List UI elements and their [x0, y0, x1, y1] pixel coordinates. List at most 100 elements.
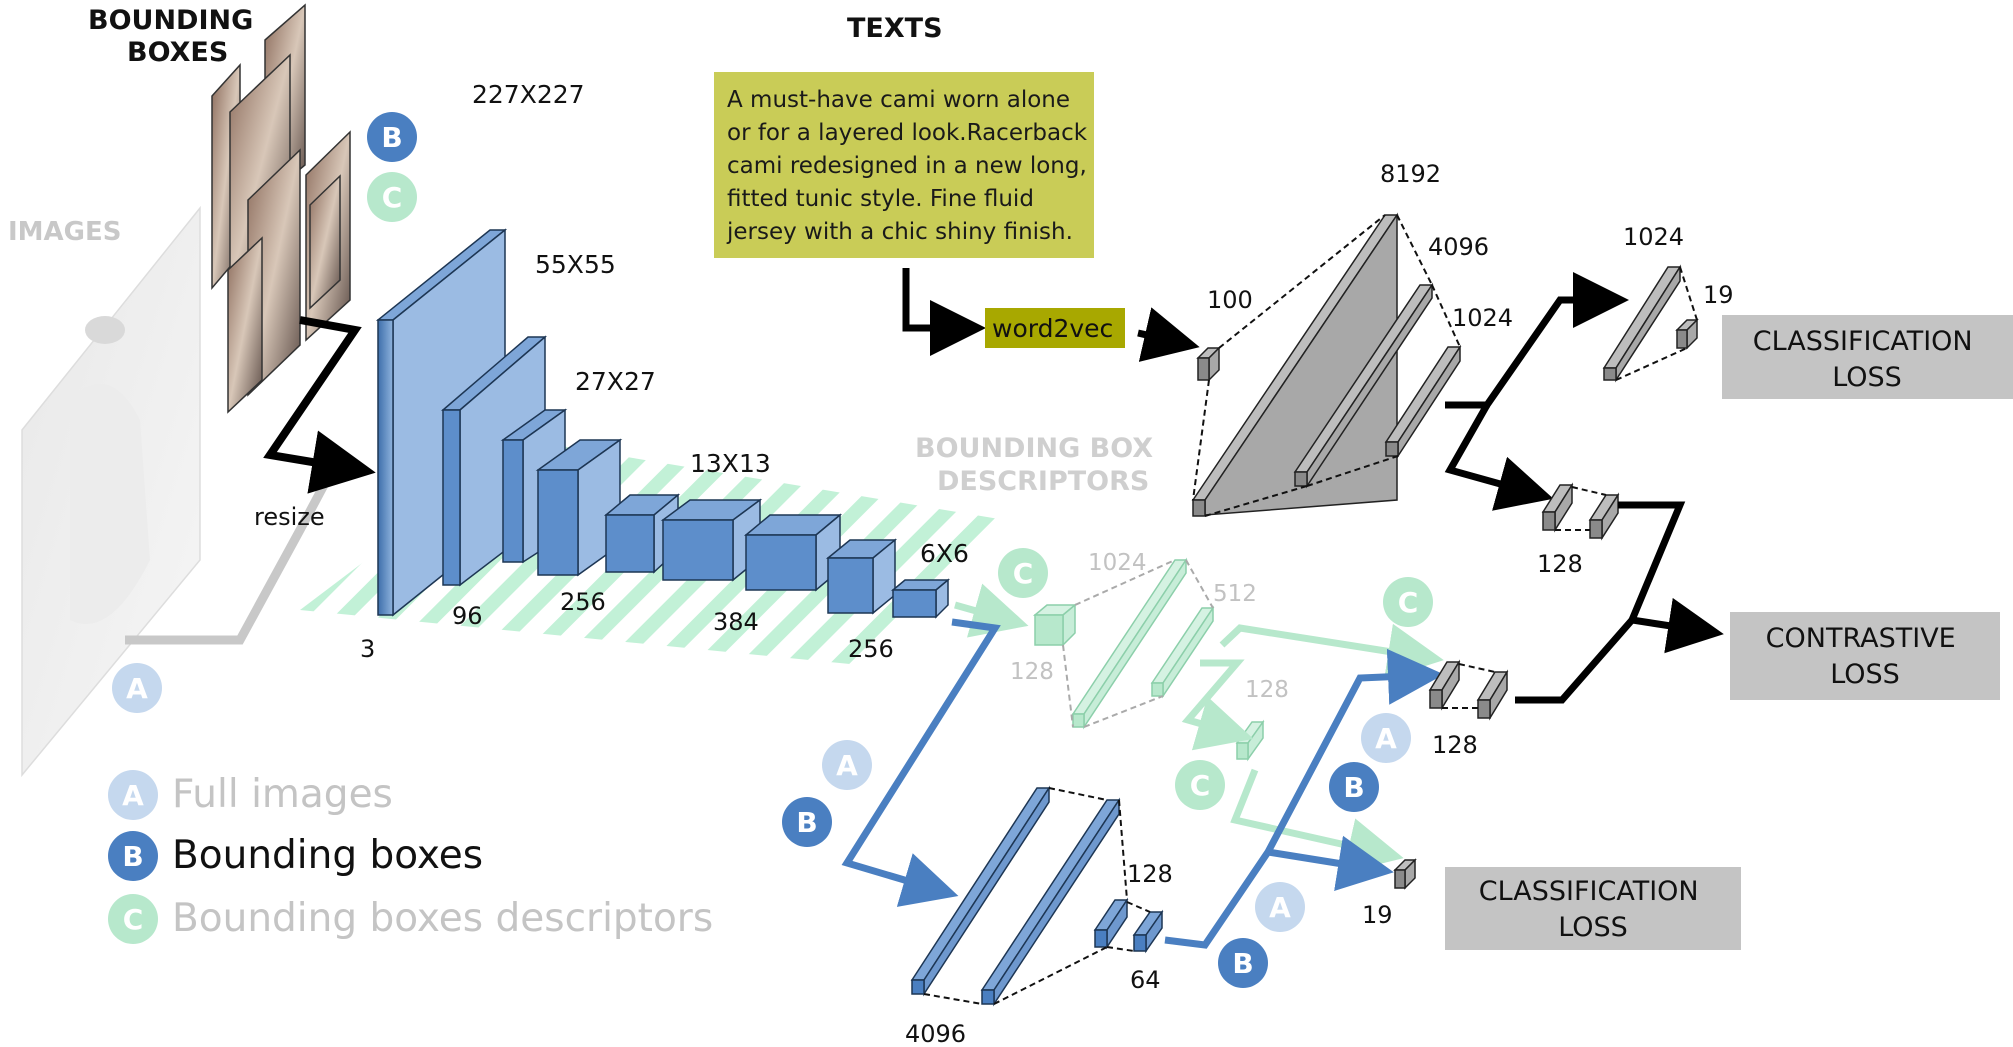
circle-c-classification: C: [1175, 760, 1225, 810]
descriptor-fc-1024: [1071, 557, 1188, 730]
legend-item-c: C Bounding boxes descriptors: [108, 894, 713, 944]
classification-loss-bottom-label: CLASSIFICATION LOSS: [1479, 876, 1707, 943]
legend-c-label: Bounding boxes descriptors: [172, 896, 713, 941]
descriptor-fc-512: [1150, 605, 1215, 699]
text-embed-128-a: [1541, 482, 1574, 533]
cnn-size-13: 13X13: [690, 449, 771, 478]
svg-text:A: A: [126, 672, 148, 705]
circle-c-contrastive: C: [1383, 577, 1433, 627]
svg-text:B: B: [381, 121, 402, 154]
circle-b-contrastive: B: [1329, 762, 1379, 812]
svg-text:C: C: [382, 181, 403, 214]
text-embed-128-label: 128: [1537, 550, 1583, 578]
circle-b-classification: B: [1218, 938, 1268, 988]
svg-text:A: A: [1269, 891, 1291, 924]
descriptor-fc-128: [1235, 719, 1265, 762]
images-heading: IMAGES: [8, 217, 122, 247]
text-fc-100: [1196, 346, 1221, 382]
image-embed-128-b: [1476, 669, 1509, 721]
image-to-classification-arrow: [1267, 835, 1394, 891]
classification-loss-bottom-box: [1445, 867, 1741, 950]
legend-item-a: A Full images: [108, 770, 393, 820]
svg-text:C: C: [1190, 769, 1211, 802]
text-fc-4096: [1293, 282, 1434, 489]
legend-a-marker: [108, 770, 158, 820]
svg-text:B: B: [1343, 771, 1364, 804]
legend-a-label: Full images: [172, 772, 393, 817]
svg-text:A: A: [836, 749, 858, 782]
text-cls-fc-19: [1675, 318, 1699, 350]
circle-b-branch: B: [782, 797, 832, 847]
legend-b-label: Bounding boxes: [172, 833, 483, 878]
image-fc-4096-b: [980, 797, 1121, 1007]
legend-b-marker: [108, 831, 158, 881]
cnn-channels-384: 384: [713, 608, 759, 636]
image-fc-4096-a: [910, 785, 1051, 997]
descriptor-128-label: 128: [1245, 677, 1289, 703]
image-fc-128: [1093, 897, 1129, 950]
descriptor-1024-label: 1024: [1088, 550, 1147, 576]
text-to-contrastive-arrow: [1444, 403, 1554, 511]
circle-a-branch: A: [822, 740, 872, 790]
classification-loss-top-label: CLASSIFICATION LOSS: [1753, 326, 1981, 393]
contrastive-loss-box: [1730, 612, 2000, 700]
circle-a-contrastive: A: [1361, 713, 1411, 763]
text-pair-to-contrastive: [1618, 501, 1724, 654]
text-branch-projections: [1192, 214, 1461, 517]
cnn-layer-conv7: [825, 538, 898, 615]
circle-a-image: A: [112, 663, 162, 713]
text-fc-1024-label: 1024: [1452, 304, 1513, 332]
cnn-channels-256b: 256: [848, 635, 894, 663]
circle-a-classification: A: [1255, 882, 1305, 932]
image-pair-to-contrastive: [1515, 617, 1635, 704]
resize-arrow: [263, 316, 376, 494]
cnn-layer-conv6: [743, 513, 843, 592]
word2vec-to-fc-arrow: [1137, 307, 1200, 362]
svg-text:A: A: [1375, 722, 1397, 755]
contrastive-loss-label: CONTRASTIVE LOSS: [1766, 623, 1965, 690]
legend-c-marker: [108, 894, 158, 944]
circle-b-top: B: [367, 112, 417, 162]
text-cls-1024-label: 1024: [1623, 223, 1684, 251]
cnn-channels-96: 96: [452, 602, 483, 630]
svg-text:B: B: [122, 840, 143, 873]
descriptor-to-contrastive-arrow: [1219, 623, 1444, 680]
svg-text:B: B: [796, 806, 817, 839]
resize-label: resize: [254, 503, 325, 531]
text-to-classification-arrow: [1445, 272, 1629, 409]
descriptor-to-128-arrow: [1181, 659, 1254, 751]
bounding-boxes-photos: [211, 3, 351, 414]
image-cls-19-label: 19: [1362, 901, 1393, 929]
text-cls-fc-1024: [1602, 264, 1682, 383]
image-fc-64-label: 64: [1130, 966, 1161, 994]
text-cls-19-label: 19: [1703, 281, 1734, 309]
image-fc-64: [1132, 909, 1164, 954]
cnn-size-6: 6X6: [920, 539, 969, 568]
cnn-size-227: 227X227: [472, 80, 585, 109]
svg-text:C: C: [1013, 557, 1034, 590]
text-box-content: A must-have cami worn alone or for a lay…: [726, 87, 1094, 245]
text-fc-8192-label: 8192: [1380, 160, 1441, 188]
image-embed-projections: [1442, 663, 1496, 709]
text-cls-projections: [1615, 266, 1698, 381]
circle-c-top: C: [367, 172, 417, 222]
text-box: [714, 72, 1094, 258]
bounding-boxes-heading: BOUNDING BOXES: [88, 5, 263, 68]
classification-loss-top-box: [1722, 315, 2013, 399]
svg-text:C: C: [123, 903, 144, 936]
cnn-size-55: 55X55: [535, 250, 616, 279]
descriptor-128-input-label: 128: [1010, 659, 1054, 685]
word2vec-box: [985, 308, 1125, 348]
cnn-layer-conv5: [660, 498, 763, 582]
svg-text:A: A: [122, 779, 144, 812]
svg-text:B: B: [1232, 947, 1253, 980]
descriptor-512-label: 512: [1213, 581, 1257, 607]
text-fc-100-label: 100: [1207, 286, 1253, 314]
text-to-word2vec-arrow: [902, 268, 986, 356]
image-cls-fc-19: [1393, 858, 1417, 890]
legend-item-b: B Bounding boxes: [108, 831, 483, 881]
svg-text:C: C: [1398, 586, 1419, 619]
descriptor-input-block: [1032, 603, 1078, 647]
cnn-channels-3: 3: [360, 635, 375, 663]
